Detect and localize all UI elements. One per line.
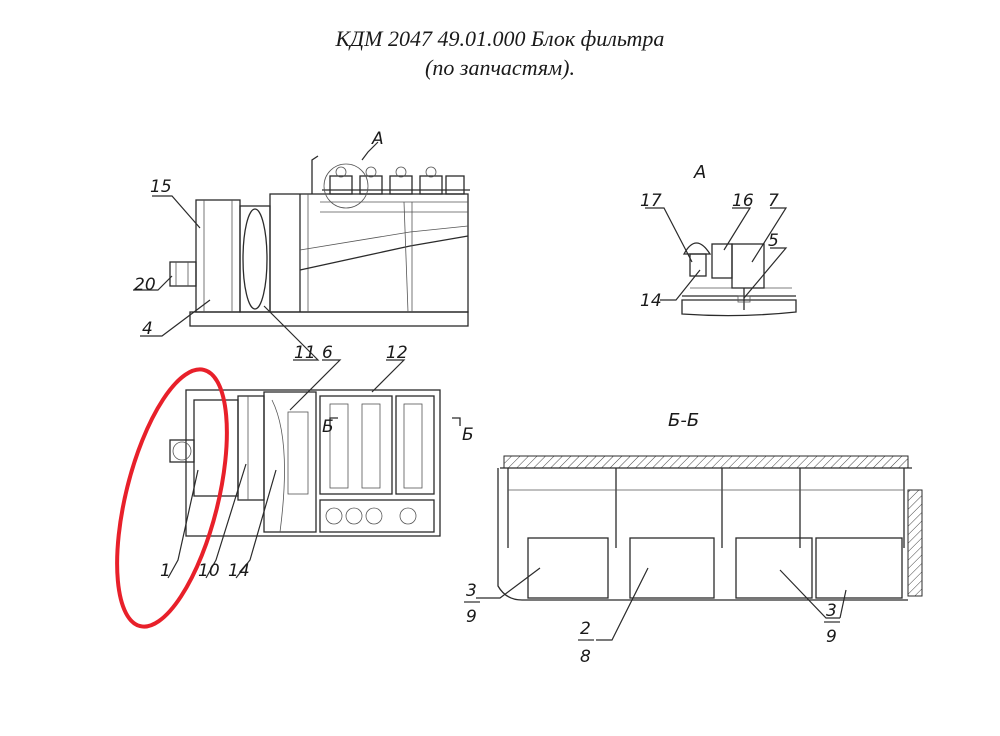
callout-9-right: 9 [826, 627, 837, 647]
callout-8: 8 [580, 647, 591, 667]
detail-a-view [645, 207, 797, 317]
callout-underlines [464, 601, 840, 641]
cut-mark-right: Б [462, 425, 474, 445]
callout-20: 20 [134, 275, 156, 295]
callout-11: 11 [294, 343, 316, 363]
callout-6: 6 [322, 343, 333, 363]
detail-a-labels: А 17 16 7 5 14 [640, 162, 779, 311]
callout-1: 1 [160, 561, 171, 581]
valve-row [322, 166, 470, 195]
callout-15: 15 [150, 177, 172, 197]
section-bb-labels: Б-Б 3 9 2 8 3 9 [466, 410, 837, 667]
callout-17: 17 [640, 191, 662, 211]
callout-16: 16 [732, 191, 754, 211]
highlight-ellipse [115, 367, 229, 629]
side-view-labels: 15 20 4 11 А [134, 129, 384, 363]
callout-10: 10 [198, 561, 220, 581]
callout-2: 2 [580, 619, 591, 639]
callout-3-right: 3 [826, 601, 837, 621]
section-bb-view [476, 455, 923, 641]
callout-5: 5 [768, 231, 779, 251]
side-view [133, 141, 470, 361]
callout-7: 7 [768, 191, 779, 211]
title-line-1: КДМ 2047 49.01.000 Блок фильтра [335, 26, 665, 51]
cut-mark-left: Б [322, 417, 334, 437]
document-title: КДМ 2047 49.01.000 Блок фильтра (по запч… [0, 24, 1000, 82]
title-line-2: (по запчастям). [425, 55, 575, 80]
callout-4: 4 [142, 319, 153, 339]
callout-14-detail: 14 [640, 291, 662, 311]
callout-9-left: 9 [466, 607, 477, 627]
plan-view [167, 359, 461, 579]
callout-12: 12 [386, 343, 408, 363]
callout-A: А [371, 129, 384, 149]
callout-14-plan: 14 [228, 561, 250, 581]
detail-a-title: А [693, 162, 706, 183]
section-bb-title: Б-Б [668, 410, 699, 431]
callout-3-left: 3 [466, 581, 477, 601]
plan-view-labels: 6 12 Б Б 1 10 14 [160, 343, 474, 581]
